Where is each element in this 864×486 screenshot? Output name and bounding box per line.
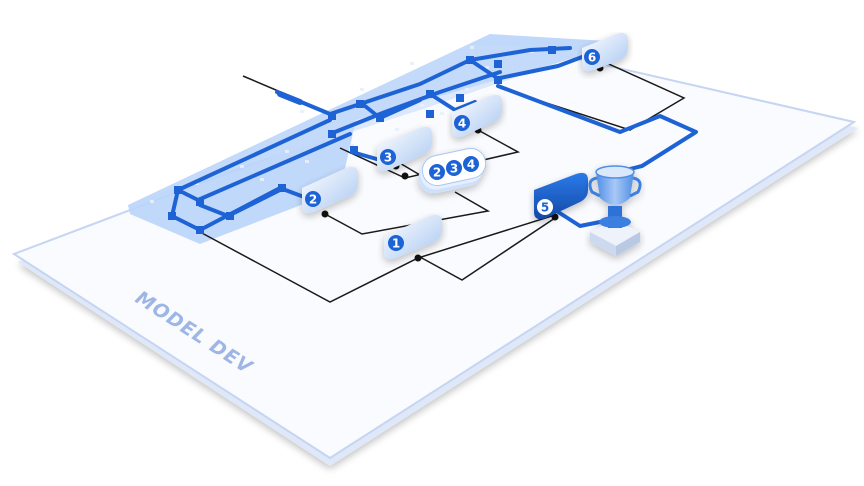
node-6[interactable]: 6 bbox=[582, 32, 628, 72]
node-4[interactable]: 4 bbox=[452, 94, 502, 138]
node-3-label: 3 bbox=[384, 151, 392, 165]
board bbox=[11, 50, 858, 466]
trophy-icon bbox=[588, 165, 642, 256]
pipeline-junctions bbox=[168, 46, 556, 234]
stacked-nodes[interactable]: 2 3 4 bbox=[416, 146, 489, 197]
node-2[interactable]: 2 bbox=[302, 166, 358, 214]
stack-label-a: 2 bbox=[433, 166, 441, 180]
stack-label-b: 3 bbox=[450, 162, 458, 176]
node-1-label: 1 bbox=[392, 237, 400, 251]
node-3[interactable]: 3 bbox=[377, 126, 432, 172]
connector-lines bbox=[199, 59, 686, 303]
node-5[interactable]: 5 bbox=[534, 172, 588, 220]
node-6-label: 6 bbox=[588, 51, 596, 65]
stack-label-c: 4 bbox=[467, 158, 475, 172]
node-1[interactable]: 1 bbox=[384, 214, 442, 260]
node-4-label: 4 bbox=[458, 117, 466, 131]
node-5-label: 5 bbox=[541, 201, 549, 215]
input-line bbox=[277, 91, 303, 105]
node-2-label: 2 bbox=[309, 193, 317, 207]
